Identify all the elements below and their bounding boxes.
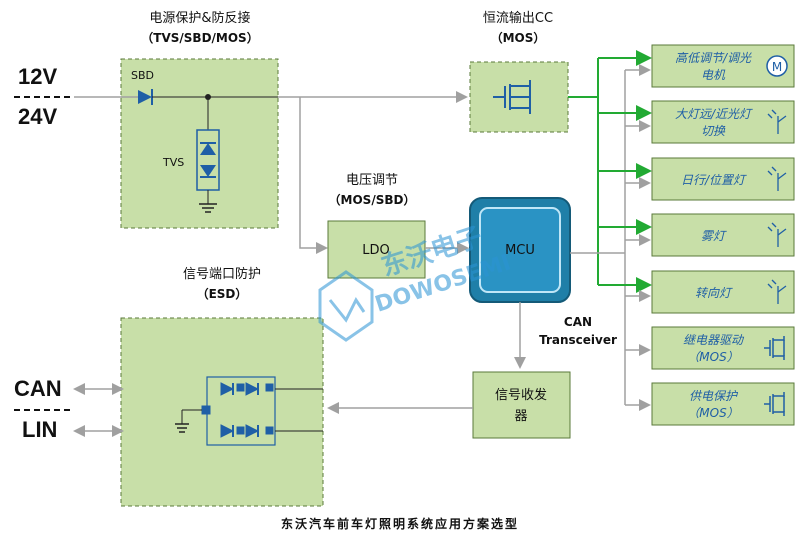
output-label-1: 日行/位置灯 [681,173,747,187]
vreg-title: 电压调节 [346,173,398,188]
input-lin-label: LIN [22,417,57,442]
power-protection-subtitle: （TVS/SBD/MOS） [141,30,258,45]
cc-subtitle: （MOS） [491,30,546,45]
ground-icon [199,203,217,213]
output-item: 供电保护 （MOS） [625,382,795,426]
sbd-label: SBD [131,69,154,82]
watermark-logo [318,270,374,342]
esd-block [120,317,324,507]
output-label-2: 切换 [701,124,726,138]
mcu-inner [479,207,561,293]
lamp-switch-icon [767,166,787,191]
lamp-switch-icon [767,222,787,247]
mosfet-icon [764,336,785,360]
power-protection-block [120,58,279,229]
figure-caption: 东沃汽车前车灯照明系统应用方案选型 [281,516,519,531]
mosfet-icon [764,392,785,416]
lamp-switch-icon [767,109,787,134]
tvs-diode-icon [200,142,216,178]
esd-title: 信号端口防护 [183,266,261,282]
transceiver-label-1: 信号收发 [495,387,547,403]
motor-icon: M [766,55,788,77]
can-transceiver-label-2: Transceiver [539,333,617,347]
lamp-switch-icon [767,279,787,304]
can-transceiver-label-1: CAN [564,315,592,329]
mcu-label: MCU [505,243,535,258]
input-can-label: CAN [14,376,62,401]
output-item: 日行/位置灯 [598,157,795,201]
output-item: 转向灯 [598,270,795,314]
output-label-1: 大灯远/近光灯 [675,107,753,121]
output-item: 大灯远/近光灯 切换 [598,100,795,144]
ldo-block [327,220,426,279]
output-label-1: 供电保护 [689,389,739,403]
svg-text:M: M [772,60,782,74]
esd-ground-icon [175,409,202,433]
transceiver-label-2: 器 [514,409,527,424]
input-24v-label: 24V [18,104,57,129]
cc-title: 恒流输出CC [483,10,553,26]
output-item: 继电器驱动 （MOS） [625,326,795,370]
power-to-ldo-wire [299,97,328,254]
transceiver-block [472,371,571,439]
output-label-2: （MOS） [687,350,738,364]
ldo-label: LDO [362,243,390,258]
output-label-2: （MOS） [687,406,738,420]
output-item: 高低调节/调光 电机 M [598,44,795,88]
power-protection-title: 电源保护&防反接 [149,10,250,26]
esd-diode-icon [201,382,274,438]
output-label-1: 继电器驱动 [683,333,745,347]
output-label-1: 高低调节/调光 [675,51,752,65]
input-12v-label: 12V [18,64,57,89]
tvs-label: TVS [162,156,184,169]
output-item: 雾灯 [598,213,795,257]
mosfet-icon [493,80,531,114]
esd-subtitle: （ESD） [197,286,248,301]
output-label-1: 转向灯 [695,286,733,300]
vreg-subtitle: （MOS/SBD） [329,192,416,207]
output-list: 高低调节/调光 电机 M 大灯远/近光灯 切换 日行/位置灯 [598,44,795,426]
output-label-2: 电机 [701,68,726,82]
output-label-1: 雾灯 [701,229,727,243]
